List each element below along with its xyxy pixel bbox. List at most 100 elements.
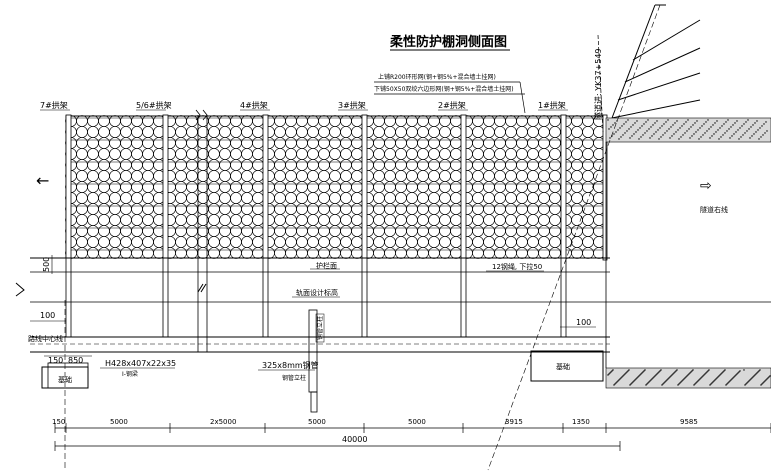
mesh-ring	[373, 225, 385, 237]
mesh-ring	[582, 225, 594, 237]
mesh-ring	[417, 170, 429, 182]
hatch-dot	[705, 372, 707, 374]
mesh-ring	[340, 225, 352, 237]
mesh-ring	[142, 225, 154, 237]
mesh-ring	[318, 115, 330, 127]
mesh-ring	[439, 214, 451, 226]
hatch-dot	[720, 136, 722, 138]
mesh-ring	[307, 126, 319, 138]
mesh-ring	[274, 126, 286, 138]
mesh-ring	[329, 181, 341, 193]
hatch-dot	[676, 120, 678, 122]
mesh-ring	[417, 225, 429, 237]
hatch-dot	[675, 370, 677, 372]
mesh-ring	[307, 137, 319, 149]
mesh-ring	[208, 236, 220, 248]
hatch-dot	[662, 134, 664, 136]
mesh-ring	[120, 181, 132, 193]
hatch-dot	[676, 369, 678, 371]
mesh-ring	[395, 192, 407, 204]
mesh-ring	[208, 170, 220, 182]
mesh-ring	[340, 203, 352, 215]
mesh-ring	[318, 236, 330, 248]
mesh-ring	[142, 236, 154, 248]
hatch-dot	[736, 120, 738, 122]
mesh-ring	[406, 137, 418, 149]
mesh-ring	[329, 236, 341, 248]
mesh-ring	[538, 214, 550, 226]
mesh-ring	[340, 181, 352, 193]
hatch-dot	[755, 131, 757, 133]
mesh-ring	[472, 170, 484, 182]
mesh-ring	[318, 192, 330, 204]
mesh-ring	[428, 192, 440, 204]
mesh-ring	[252, 159, 264, 171]
hatch-dot	[688, 128, 690, 130]
mesh-ring	[142, 137, 154, 149]
right-foundation	[530, 350, 604, 382]
mesh-ring	[582, 192, 594, 204]
mesh-ring	[340, 192, 352, 204]
mesh-ring	[131, 203, 143, 215]
hatch-dot	[631, 135, 633, 137]
hatch-dot	[753, 375, 755, 377]
mesh-ring	[98, 148, 110, 160]
mesh-ring	[76, 192, 88, 204]
hatch-dot	[660, 136, 662, 138]
hatch-dot	[747, 119, 749, 121]
mesh-ring	[142, 148, 154, 160]
mesh-ring	[428, 225, 440, 237]
frame-post	[162, 114, 169, 338]
mesh-ring	[318, 159, 330, 171]
mesh-ring	[318, 203, 330, 215]
hatch-dot	[640, 373, 642, 375]
hatch-dot	[693, 384, 695, 386]
hatch-dot	[643, 370, 645, 372]
hatch-dot	[726, 383, 728, 385]
hatch-dot	[730, 126, 732, 128]
mesh-ring	[142, 247, 154, 259]
frame-label: 4#拱架	[240, 100, 268, 110]
dim-chain-label: 3915	[505, 418, 523, 426]
hatch-dot	[746, 130, 748, 132]
mesh-ring	[549, 148, 561, 160]
hatch-dot	[715, 378, 717, 380]
mesh-ring	[384, 192, 396, 204]
mesh-ring	[241, 225, 253, 237]
hatch-dot	[642, 371, 644, 373]
mesh-ring	[439, 181, 451, 193]
hatch-dot	[706, 371, 708, 373]
end-post	[602, 114, 608, 261]
hatch-dot	[636, 120, 638, 122]
mesh-ring	[406, 148, 418, 160]
hatch-dot	[723, 123, 725, 125]
mesh-ring	[109, 137, 121, 149]
mesh-ring	[87, 225, 99, 237]
mesh-ring	[252, 203, 264, 215]
hatch-dot	[682, 379, 684, 381]
mesh-ring	[76, 170, 88, 182]
mesh-ring	[406, 159, 418, 171]
hatch-dot	[690, 371, 692, 373]
mesh-ring	[428, 170, 440, 182]
mesh-ring	[329, 170, 341, 182]
hatch-dot	[738, 371, 740, 373]
mesh-ring	[340, 148, 352, 160]
mesh-ring	[98, 115, 110, 127]
mesh-ring	[417, 115, 429, 127]
mesh-ring	[395, 247, 407, 259]
mesh-ring	[329, 214, 341, 226]
hatch-dot	[728, 128, 730, 130]
mesh-ring	[417, 203, 429, 215]
hatch-dot	[661, 384, 663, 386]
dim-100-right: 100	[576, 318, 591, 327]
mesh-ring	[483, 170, 495, 182]
hatch-dot	[651, 135, 653, 137]
mesh-ring	[582, 115, 594, 127]
mesh-ring	[516, 170, 528, 182]
hatch-dot	[633, 380, 635, 382]
mesh-ring	[208, 159, 220, 171]
ring-net-mesh	[65, 115, 607, 259]
hatch-dot	[742, 134, 744, 136]
